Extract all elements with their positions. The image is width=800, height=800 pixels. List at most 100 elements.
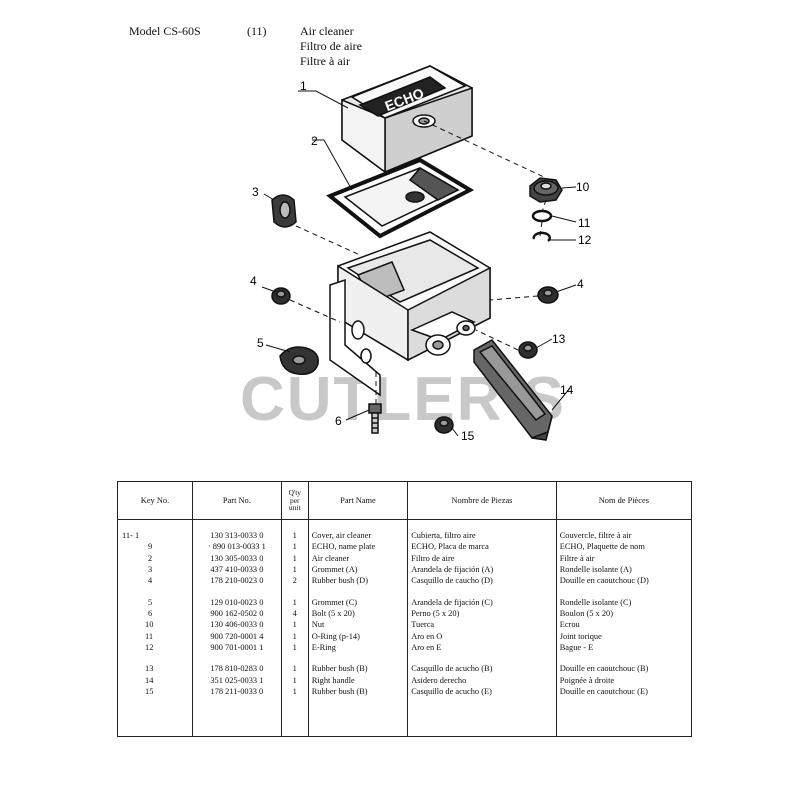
table-row: 15 178 211-0033 0 1 Rubber bush (B) Casq… bbox=[117, 686, 693, 738]
rubber-bush-d-right-drawing bbox=[537, 286, 559, 304]
header-nom: Nom de Pièces bbox=[555, 481, 693, 520]
e-ring-drawing bbox=[532, 231, 551, 242]
nom-cell: Bague - E bbox=[555, 642, 693, 654]
part-name-cell: Cover, air cleaner bbox=[307, 519, 409, 542]
key-no-cell: 12 bbox=[117, 642, 193, 654]
header-qty-line2: per bbox=[289, 495, 300, 505]
header-part-name: Part Name bbox=[307, 481, 409, 520]
model-label: Model CS-60S bbox=[129, 24, 201, 38]
key-no-cell: 4 bbox=[117, 575, 193, 587]
nom-cell: Douille en caoutchouc (B) bbox=[555, 653, 693, 675]
key-no-cell: 2 bbox=[117, 552, 193, 565]
table-header-row: Key No. Part No. Q'ty per unit Part Name… bbox=[117, 481, 693, 520]
assembly-lines bbox=[289, 120, 547, 404]
part-name-cell: E-Ring bbox=[307, 642, 409, 654]
nom-cell: Couvercle, filtre à air bbox=[555, 519, 693, 542]
qty-cell: 1 bbox=[280, 653, 309, 675]
callout-10: 10 bbox=[576, 180, 590, 194]
key-no-cell: 11- 1 bbox=[117, 519, 193, 542]
qty-cell: 1 bbox=[280, 552, 309, 565]
header-nombre: Nombre de Piezas bbox=[407, 481, 557, 520]
callout-15: 15 bbox=[461, 429, 475, 443]
callout-13: 13 bbox=[552, 332, 566, 346]
o-ring-drawing bbox=[531, 209, 553, 223]
nombre-cell: Aro en E bbox=[407, 642, 557, 654]
nombre-cell: Casquillo de caucho (D) bbox=[407, 575, 557, 587]
part-no-cell: 900 720-0001 4 bbox=[191, 630, 282, 643]
title-spanish: Filtro de aire bbox=[300, 39, 362, 53]
table-row: 4 178 210-0023 0 2 Rubber bush (D) Casqu… bbox=[117, 575, 693, 587]
nom-cell: Poignée à droite bbox=[555, 674, 693, 687]
qty-cell: 2 bbox=[280, 575, 309, 587]
right-handle-drawing bbox=[473, 339, 553, 441]
key-no-cell: 15 bbox=[117, 686, 193, 738]
table-row: 13 178 810-0283 0 1 Rubber bush (B) Casq… bbox=[117, 653, 693, 675]
key-no-cell: 13 bbox=[117, 653, 193, 675]
nom-cell: Rondelle isolante (A) bbox=[555, 564, 693, 576]
header-qty: Q'ty per unit bbox=[280, 481, 309, 520]
table-row: 11- 1 130 313-0033 0 1 Cover, air cleane… bbox=[117, 519, 693, 542]
part-no-cell: 130 313-0033 0 bbox=[191, 519, 282, 542]
nombre-cell: Arandela de fijación (C) bbox=[407, 586, 557, 609]
callout-11: 11 bbox=[578, 216, 591, 230]
key-no-cell: 9 bbox=[117, 541, 193, 553]
callout-4-right: 4 bbox=[577, 277, 584, 291]
table-row: 6 900 162-0502 0 4 Bolt (5 x 20) Perno (… bbox=[117, 608, 693, 620]
table-row: 3 437 410-0033 0 1 Grommet (A) Arandela … bbox=[117, 564, 693, 576]
callout-2: 2 bbox=[311, 134, 318, 148]
part-name-cell: Right handle bbox=[307, 674, 409, 687]
nombre-cell: Cubierta, filtro aire bbox=[407, 519, 557, 542]
nom-cell: Rondelle isolante (C) bbox=[555, 586, 693, 609]
part-no-cell: 437 410-0033 0 bbox=[191, 564, 282, 576]
header-qty-line1: Q'ty bbox=[288, 487, 302, 497]
qty-cell: 1 bbox=[280, 564, 309, 576]
key-no-cell: 5 bbox=[117, 586, 193, 609]
part-name-cell: Grommet (A) bbox=[307, 564, 409, 576]
nom-cell: ECHO, Plaquette de nom bbox=[555, 541, 693, 553]
qty-cell: 1 bbox=[280, 686, 309, 738]
part-name-cell: ECHO, name plate bbox=[307, 541, 409, 553]
qty-cell: 1 bbox=[280, 674, 309, 687]
part-name-cell: Rubber bush (B) bbox=[307, 653, 409, 675]
part-name-cell: Rubber bush (B) bbox=[307, 686, 409, 738]
nombre-cell: Casquillo de acucho (B) bbox=[407, 653, 557, 675]
part-no-cell: · 890 013-0033 1 bbox=[191, 541, 282, 553]
part-name-cell: Nut bbox=[307, 619, 409, 631]
grommet-c-drawing bbox=[279, 346, 319, 376]
callout-1: 1 bbox=[300, 79, 307, 93]
table-row: 10 130 406-0033 0 1 Nut Tuerca Ecrou bbox=[117, 619, 693, 631]
part-name-cell: O-Ring (p-14) bbox=[307, 630, 409, 643]
nom-cell: Boulon (5 x 20) bbox=[555, 608, 693, 620]
qty-cell: 1 bbox=[280, 541, 309, 553]
key-no-cell: 11 bbox=[117, 630, 193, 643]
parts-table: Key No. Part No. Q'ty per unit Part Name… bbox=[117, 481, 693, 738]
nom-cell: Douille en caoutchouc (D) bbox=[555, 575, 693, 587]
key-no-cell: 14 bbox=[117, 674, 193, 687]
table-row: 5 129 010-0023 0 1 Grommet (C) Arandela … bbox=[117, 586, 693, 609]
nombre-cell: Filtro de aire bbox=[407, 552, 557, 565]
part-no-cell: 129 010-0023 0 bbox=[191, 586, 282, 609]
nombre-cell: Perno (5 x 20) bbox=[407, 608, 557, 620]
nombre-cell: Tuerca bbox=[407, 619, 557, 631]
key-no-cell: 3 bbox=[117, 564, 193, 576]
rubber-bush-d-left-drawing bbox=[271, 287, 291, 305]
callout-6: 6 bbox=[335, 414, 342, 428]
part-name-cell: Rubber bush (D) bbox=[307, 575, 409, 587]
callout-3: 3 bbox=[252, 185, 259, 199]
bolt-drawing bbox=[368, 403, 382, 434]
table-row: 9 · 890 013-0033 1 1 ECHO, name plate EC… bbox=[117, 541, 693, 553]
table-row: 2 130 305-0033 0 1 Air cleaner Filtro de… bbox=[117, 552, 693, 565]
nombre-cell: Arandela de fijación (A) bbox=[407, 564, 557, 576]
air-cleaner-cover-drawing: ECHO bbox=[341, 65, 473, 174]
header-part-no: Part No. bbox=[191, 481, 282, 520]
part-name-cell: Grommet (C) bbox=[307, 586, 409, 609]
qty-cell: 1 bbox=[280, 586, 309, 609]
part-no-cell: 351 025-0033 1 bbox=[191, 674, 282, 687]
part-no-cell: 178 211-0033 0 bbox=[191, 686, 282, 738]
part-no-cell: 178 810-0283 0 bbox=[191, 653, 282, 675]
callout-5: 5 bbox=[257, 336, 264, 350]
table-row: 14 351 025-0033 1 1 Right handle Asidero… bbox=[117, 674, 693, 687]
section-number: (11) bbox=[247, 24, 267, 38]
nom-cell: Joint torique bbox=[555, 630, 693, 643]
leader-lines bbox=[261, 90, 577, 437]
